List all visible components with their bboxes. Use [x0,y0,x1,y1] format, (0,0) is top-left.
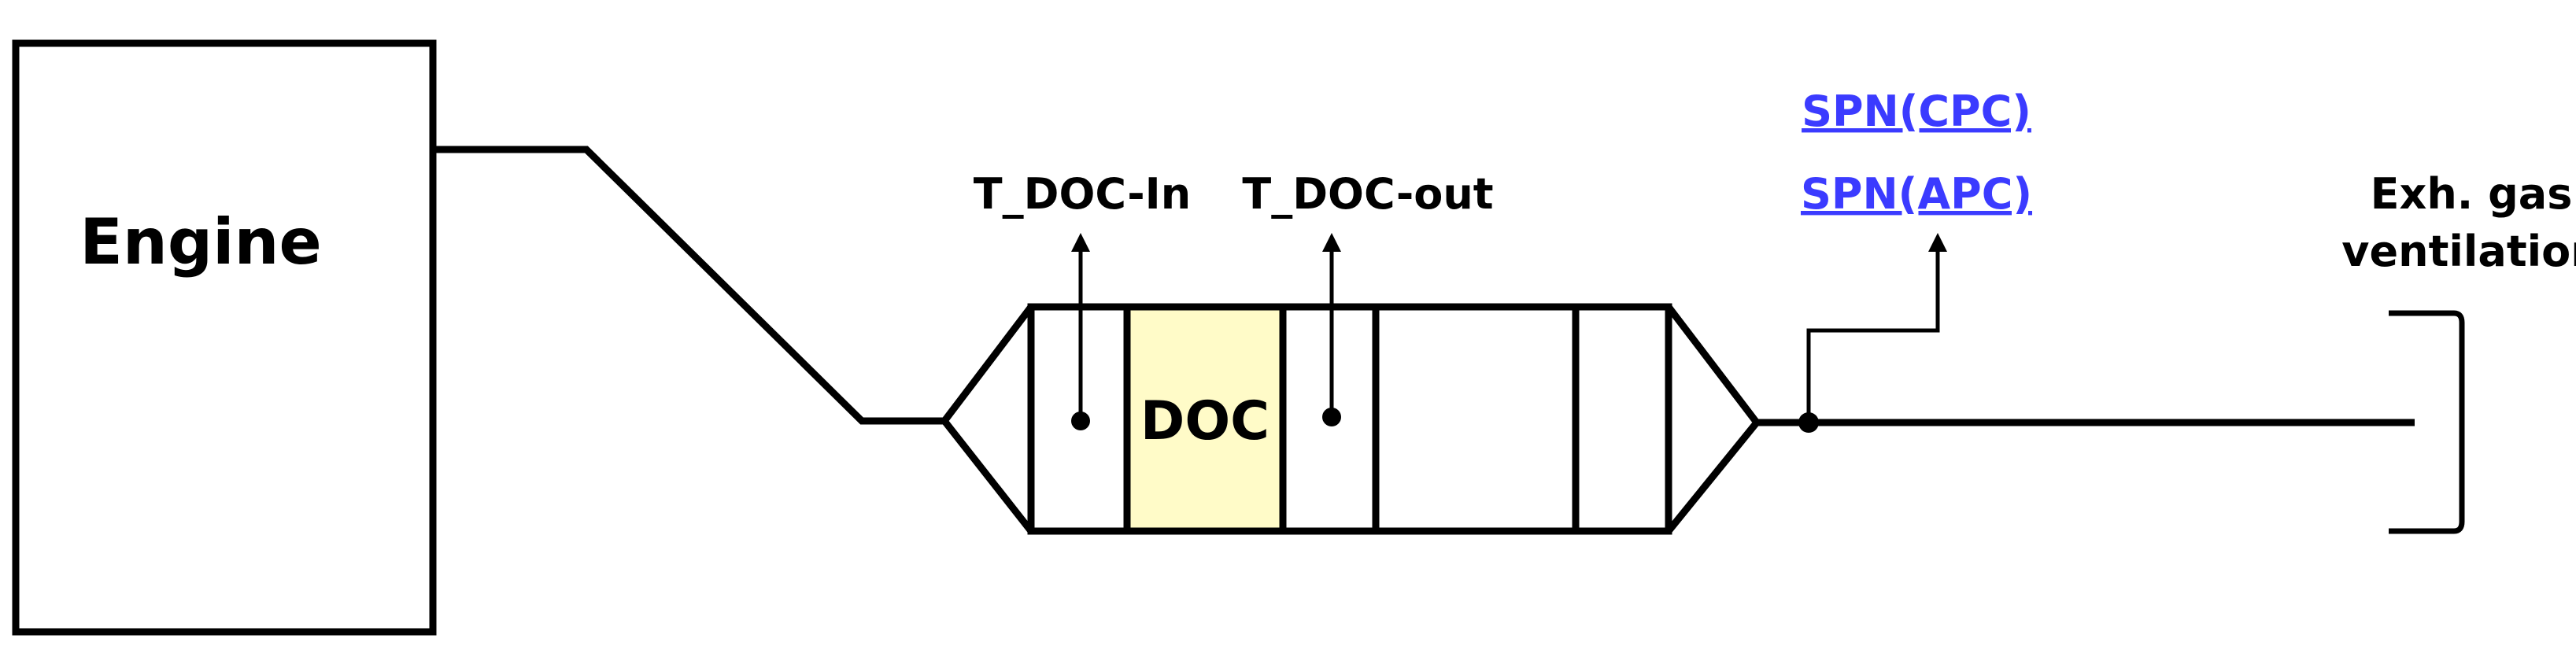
sensor-in-arrow [1071,233,1090,252]
inlet-cone [940,305,1034,533]
spn-apc-label[interactable]: SPN(APC) [1801,169,2032,219]
doc-substrate [1123,303,1287,535]
sensor-in-label: T_DOC-In [974,169,1191,219]
outlet-cone [1665,305,1761,533]
sensor-in-dot [1071,412,1090,430]
engine-label: Engine [79,205,322,279]
engine-box [12,39,437,636]
spn-sample-arrow [1928,233,1947,252]
spn-sample-line [1806,250,1940,423]
sensor-out-dot [1322,408,1341,426]
exhaust-label-line1: Exh. gas [2371,169,2573,219]
exhaust-pipe-inlet [433,146,944,425]
aftertreatment-housing [1027,303,1672,535]
ventilation-bracket [2389,310,2465,534]
doc-label: DOC [1140,390,1270,452]
sensor-out-label: T_DOC-out [1242,169,1493,219]
sensor-out-arrow [1322,233,1341,252]
spn-cpc-label[interactable]: SPN(CPC) [1802,87,2031,136]
exhaust-label-line2: ventilation [2341,227,2576,276]
spn-sample-dot [1798,412,1819,433]
